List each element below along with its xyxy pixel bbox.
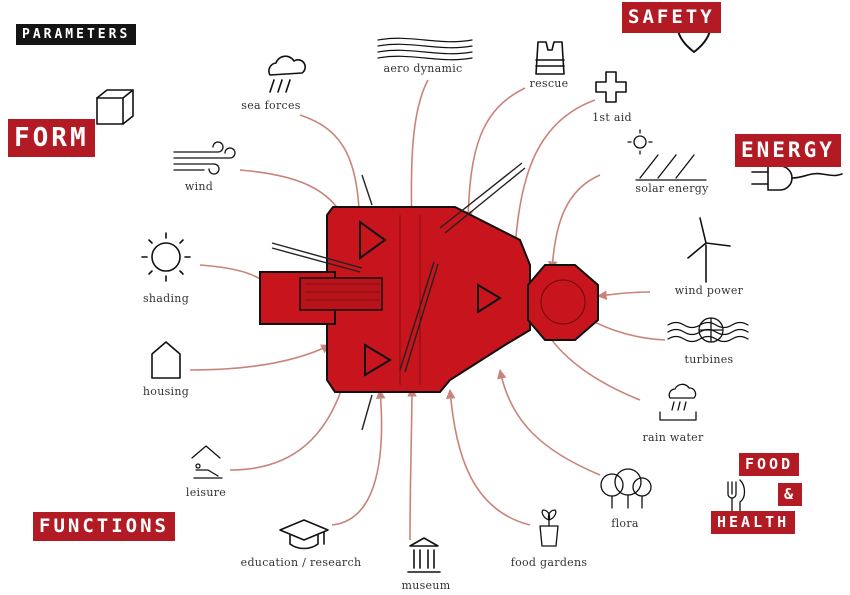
label-sea-forces: sea forces	[241, 99, 301, 112]
water-turbine-icon	[667, 317, 749, 343]
connector-education	[331, 389, 386, 526]
cross-icon	[595, 71, 627, 103]
label-museum: museum	[401, 579, 451, 592]
module-core	[540, 279, 586, 325]
label-wind: wind	[184, 180, 214, 193]
label-leisure: leisure	[185, 486, 227, 499]
label-food-gardens: food gardens	[510, 556, 588, 569]
label-aero-dynamic: aero dynamic	[383, 62, 463, 75]
connector-flora	[496, 369, 601, 476]
label-flora: flora	[611, 517, 639, 530]
connector-rescue	[463, 87, 526, 221]
wind-icon	[173, 141, 236, 175]
label-shading: shading	[142, 292, 190, 305]
label-education-research: education / research	[240, 556, 362, 569]
platform-deck	[326, 206, 531, 393]
connector-solar	[547, 174, 601, 271]
cloud-rain-icon	[268, 55, 306, 93]
label-first-aid: 1st aid	[592, 111, 632, 124]
safety-tag: SAFETY	[622, 2, 721, 33]
connector-food-gardens	[445, 389, 531, 526]
cranes	[271, 162, 526, 431]
parameters-tag: PARAMETERS	[16, 24, 137, 45]
offshore-platform	[259, 162, 599, 431]
platform-east-module	[527, 264, 599, 341]
cube-icon	[96, 89, 134, 125]
aero-lines-icon	[377, 37, 473, 61]
connector-museum	[407, 387, 417, 541]
label-wind-power: wind power	[674, 284, 744, 297]
connector-housing	[189, 344, 331, 371]
connector-wind-power	[597, 290, 651, 301]
house-icon	[151, 341, 181, 379]
helideck-1	[359, 220, 387, 260]
helideck-2	[477, 283, 502, 314]
connector-lines	[189, 79, 666, 541]
helideck-3	[364, 343, 392, 377]
form-tag: FORM	[8, 119, 95, 157]
connector-first-aid	[510, 99, 596, 251]
sun-icon	[141, 232, 191, 282]
rain-cloud-icon	[659, 383, 697, 421]
label-solar-energy: solar energy	[635, 182, 709, 195]
health-tag: HEALTH	[711, 511, 796, 534]
amp-tag: &	[778, 483, 803, 506]
solar-panel-icon	[627, 129, 707, 181]
plug-icon	[751, 165, 843, 191]
wind-turbine-icon	[687, 217, 731, 283]
functions-tag: FUNCTIONS	[33, 512, 175, 541]
label-housing: housing	[142, 385, 190, 398]
energy-tag: ENERGY	[735, 134, 841, 167]
museum-icon	[407, 537, 441, 573]
platform-west-bridge	[299, 277, 383, 311]
label-rain-water: rain water	[642, 431, 704, 444]
label-rescue: rescue	[529, 77, 569, 90]
trees-icon	[600, 468, 652, 509]
food-tag: FOOD	[739, 453, 800, 476]
graduation-cap-icon	[279, 519, 329, 550]
label-turbines: turbines	[684, 353, 734, 366]
plant-pot-icon	[539, 509, 559, 547]
lounger-icon	[191, 445, 223, 479]
life-vest-icon	[535, 41, 565, 75]
